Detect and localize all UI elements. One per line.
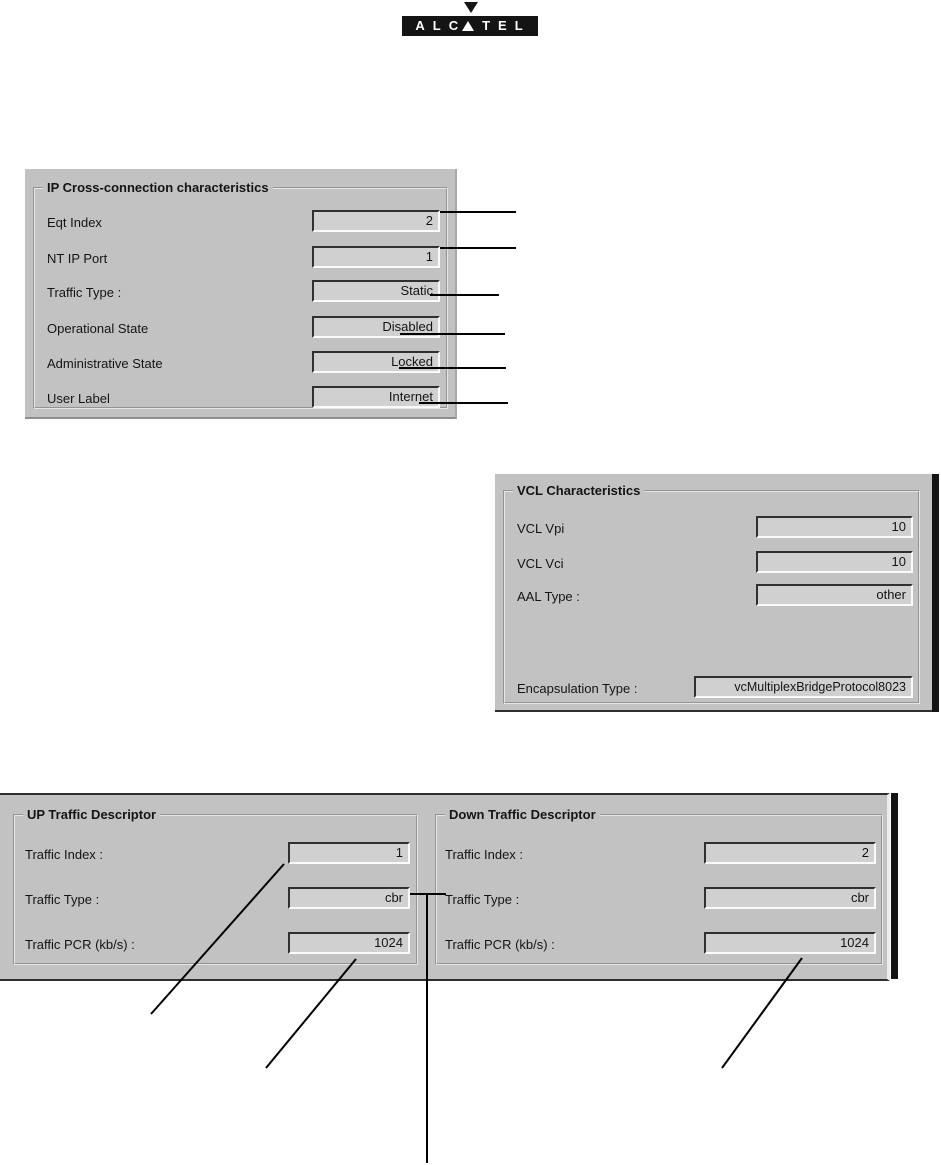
down-traffic-groupbox: Down Traffic Descriptor Traffic Index : … [435, 807, 883, 965]
traffic-type-label: Traffic Type : [47, 285, 122, 300]
vcl-vci-label: VCL Vci [517, 556, 564, 571]
operational-state-field[interactable]: Disabled [312, 316, 440, 338]
vcl-window-edge-bar [932, 474, 939, 712]
ip-panel-title: IP Cross-connection characteristics [43, 180, 273, 195]
eqt-index-field[interactable]: 2 [312, 210, 440, 232]
operational-state-label: Operational State [47, 321, 149, 336]
vcl-vpi-label: VCL Vpi [517, 521, 565, 536]
triangle-up-icon [462, 21, 475, 31]
administrative-state-field[interactable]: Locked [312, 351, 440, 373]
down-traffic-pcr-field[interactable]: 1024 [704, 932, 876, 954]
aal-type-field[interactable]: other [756, 584, 913, 606]
aal-type-label: AAL Type : [517, 589, 580, 604]
wordmark-right: TEL [482, 18, 531, 33]
down-traffic-type-label: Traffic Type : [445, 892, 520, 907]
up-traffic-title: UP Traffic Descriptor [23, 807, 161, 822]
encapsulation-type-field[interactable]: vcMultiplexBridgeProtocol8023 [694, 676, 913, 698]
user-label-field[interactable]: Internet [312, 386, 440, 408]
nt-ip-port-field[interactable]: 1 [312, 246, 440, 268]
user-label-label: User Label [47, 391, 110, 406]
up-traffic-pcr-field[interactable]: 1024 [288, 932, 410, 954]
up-traffic-groupbox: UP Traffic Descriptor Traffic Index : 1 … [13, 807, 418, 965]
down-traffic-index-label: Traffic Index : [445, 847, 524, 862]
up-traffic-pcr-label: Traffic PCR (kb/s) : [25, 937, 135, 952]
nt-ip-port-label: NT IP Port [47, 251, 108, 266]
up-traffic-index-field[interactable]: 1 [288, 842, 410, 864]
vcl-vci-field[interactable]: 10 [756, 551, 913, 573]
eqt-index-label: Eqt Index [47, 215, 102, 230]
ip-cross-connection-panel: IP Cross-connection characteristics Eqt … [25, 169, 457, 419]
up-traffic-type-label: Traffic Type : [25, 892, 100, 907]
down-traffic-pcr-label: Traffic PCR (kb/s) : [445, 937, 555, 952]
down-traffic-type-field[interactable]: cbr [704, 887, 876, 909]
wordmark-left: ALC [415, 18, 467, 33]
traffic-descriptor-section: UP Traffic Descriptor Traffic Index : 1 … [0, 793, 890, 981]
administrative-state-label: Administrative State [47, 356, 163, 371]
down-traffic-title: Down Traffic Descriptor [445, 807, 600, 822]
traffic-type-field[interactable]: Static [312, 280, 440, 302]
triangle-down-icon [464, 2, 478, 13]
encapsulation-type-label: Encapsulation Type : [517, 681, 638, 696]
vcl-vpi-field[interactable]: 10 [756, 516, 913, 538]
ip-cross-connection-groupbox: IP Cross-connection characteristics Eqt … [33, 180, 448, 409]
vcl-groupbox: VCL Characteristics VCL Vpi 10 VCL Vci 1… [503, 483, 920, 704]
up-traffic-type-field[interactable]: cbr [288, 887, 410, 909]
vcl-characteristics-panel: VCL Characteristics VCL Vpi 10 VCL Vci 1… [495, 474, 932, 712]
alcatel-wordmark: ALC TEL [402, 16, 538, 36]
up-traffic-index-label: Traffic Index : [25, 847, 104, 862]
down-traffic-index-field[interactable]: 2 [704, 842, 876, 864]
vcl-panel-title: VCL Characteristics [513, 483, 645, 498]
traffic-window-edge-bar [891, 793, 898, 979]
